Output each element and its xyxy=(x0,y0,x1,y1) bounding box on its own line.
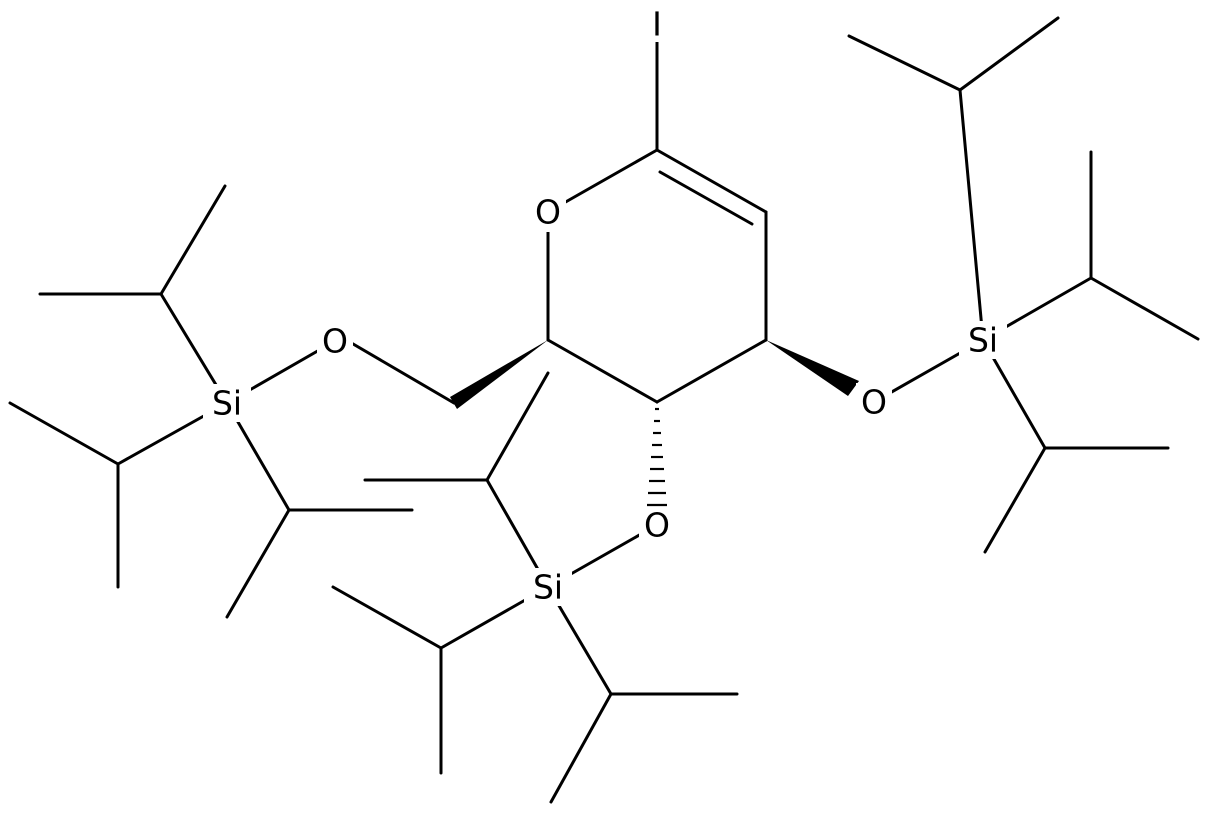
oxygen-c4-atom: O xyxy=(639,506,675,545)
oxygen-c6-label: O xyxy=(322,322,348,361)
bond-c1-c2-inner xyxy=(658,170,754,226)
tips-right-bonds xyxy=(847,16,1200,554)
stereo-bonds xyxy=(346,339,859,507)
bond-c1-c2-outer xyxy=(655,148,768,214)
oxygen-c4-label: O xyxy=(644,506,670,545)
bond-c5-c4 xyxy=(546,338,659,404)
ring-oxygen-label: O xyxy=(535,193,561,232)
oxygen-c3-label: O xyxy=(861,383,887,422)
tips-bottom-bonds xyxy=(331,371,739,804)
bond-c6-o6 xyxy=(346,339,456,405)
silicon-left-label: Si xyxy=(212,384,242,423)
bond-c4-c3 xyxy=(655,338,768,404)
ring-oxygen-atom: O xyxy=(530,193,566,232)
atom-labels: I O O O O Si Si Si xyxy=(203,5,1007,607)
oxygen-c3-atom: O xyxy=(856,383,892,422)
oxygen-c6-atom: O xyxy=(317,322,353,361)
silicon-right-label: Si xyxy=(968,321,998,360)
silicon-bottom-label: Si xyxy=(533,568,563,607)
ring-bonds xyxy=(546,38,768,404)
iodine-label: I xyxy=(652,5,662,44)
silicon-left-atom: Si xyxy=(203,384,251,423)
wedge-c3-o3 xyxy=(766,340,859,396)
silicon-right-atom: Si xyxy=(959,321,1007,360)
wedge-c5-c6 xyxy=(450,340,548,409)
bond-ring-o-c1 xyxy=(546,148,659,214)
silicon-bottom-atom: Si xyxy=(524,568,572,607)
hash-c4-o4 xyxy=(647,407,667,507)
iodine-atom: I xyxy=(645,5,669,44)
